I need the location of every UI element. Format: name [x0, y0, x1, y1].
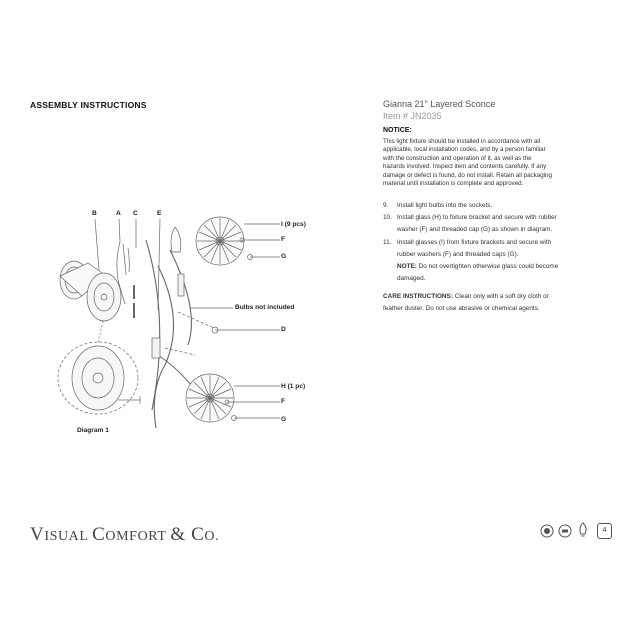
step-text: Install glass (H) to fixture bracket and…	[397, 212, 615, 236]
step-number: 9.	[383, 202, 389, 209]
brand-text: C	[92, 524, 106, 545]
label-g-top: G	[281, 253, 287, 260]
step-line: Install glasses (I) from fixture bracket…	[397, 238, 552, 246]
label-e: E	[157, 210, 162, 217]
brand-text: V	[30, 524, 45, 545]
product-name: Gianna 21" Layered Sconce	[383, 99, 496, 109]
label-diagram-1: Diagram 1	[77, 427, 109, 434]
label-f-bottom: F	[281, 398, 286, 405]
label-g-bottom: G	[281, 416, 287, 423]
note: NOTE: Do not overtighten otherwise glass…	[383, 261, 615, 273]
step-number: 10.	[383, 214, 392, 222]
care-text: Clean only with a soft dry cloth or	[454, 293, 549, 300]
care-line: feather duster. Do not use abrasive or c…	[383, 304, 540, 312]
label-c: C	[133, 210, 138, 217]
label-f-top: F	[281, 236, 286, 243]
label-bulbs: Bulbs not included	[235, 304, 295, 311]
step-line: Install light bulbs into the sockets.	[397, 202, 493, 209]
care-label: CARE INSTRUCTIONS:	[383, 293, 453, 300]
note-text: Do not overtighten otherwise glass could…	[418, 263, 559, 271]
page-number: 4	[597, 523, 612, 539]
notice-line: hazards involved. Inspect item and conte…	[383, 163, 547, 171]
label-d: D	[281, 326, 286, 333]
step-item: 10. Install glass (H) to fixture bracket…	[383, 212, 615, 236]
step-line: washer (F) and threaded cap (G) as shown…	[397, 226, 553, 234]
label-b: B	[92, 210, 97, 217]
care-instructions: CARE INSTRUCTIONS: Clean only with a sof…	[383, 291, 615, 315]
step-number: 11.	[383, 238, 392, 246]
notice-heading: NOTICE:	[383, 127, 412, 134]
brand-text: O.	[204, 529, 220, 544]
step-text: Install glasses (I) from fixture bracket…	[397, 237, 615, 261]
notice-line: applicable, local installation codes, an…	[383, 146, 546, 154]
step-text: Install light bulbs into the sockets.	[397, 200, 615, 212]
brand-logo: VISUAL COMFORT & CO.	[30, 524, 219, 546]
label-a: A	[116, 210, 121, 217]
brand-text: & C	[170, 524, 205, 545]
note-label: NOTE:	[397, 263, 417, 271]
bulb-shape-icon	[579, 522, 587, 537]
label-i: I (9 pcs)	[281, 221, 306, 228]
label-h: H (1 pc)	[281, 383, 306, 390]
note-continued: damaged.	[397, 275, 426, 283]
notice-text: This light fixture should be installed i…	[383, 138, 615, 188]
step-line: Install glass (H) to fixture bracket and…	[397, 214, 557, 222]
notice-line: damage or defect is found, do not instal…	[383, 171, 552, 179]
compliance-icon	[558, 524, 572, 538]
section-title: ASSEMBLY INSTRUCTIONS	[30, 100, 147, 110]
step-item: 9. Install light bulbs into the sockets.	[383, 200, 615, 212]
step-item: 11. Install glasses (I) from fixture bra…	[383, 237, 615, 261]
step-line: rubber washers (F) and threaded caps (G)…	[397, 250, 519, 258]
steps-list: 9. Install light bulbs into the sockets.…	[383, 200, 615, 285]
brand-text: OMFORT	[105, 529, 171, 544]
brand-text: ISUAL	[44, 529, 93, 544]
notice-line: material until installation is complete …	[383, 180, 524, 188]
notice-line: with the construction and operation of i…	[383, 154, 532, 162]
notice-line: This light fixture should be installed i…	[383, 138, 541, 145]
etl-listed-icon	[540, 524, 554, 538]
assembly-diagram	[57, 216, 280, 429]
care-line: CARE INSTRUCTIONS: Clean only with a sof…	[383, 291, 615, 303]
item-number: Item # JN2035	[383, 111, 442, 121]
